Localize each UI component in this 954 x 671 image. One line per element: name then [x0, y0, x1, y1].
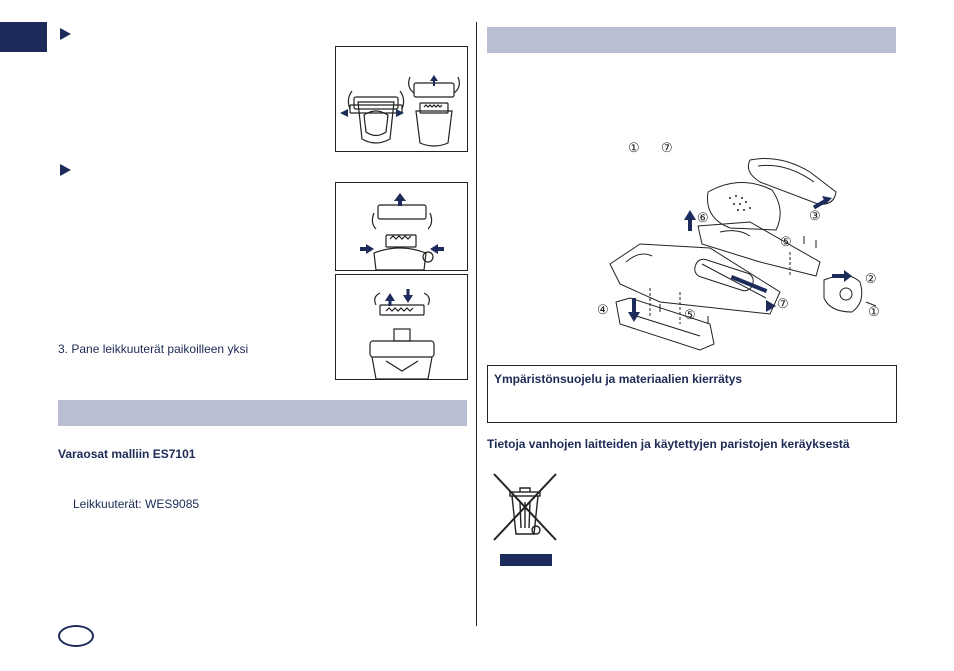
- play-arrow-icon: [60, 28, 71, 40]
- diagram-label: ⑤: [780, 234, 792, 249]
- figure-remove-blades: [335, 182, 468, 271]
- collection-heading: Tietoja vanhojen laitteiden ja käytettyj…: [487, 437, 850, 451]
- play-arrow-icon: [60, 164, 71, 176]
- diagram-label: ②: [865, 271, 877, 286]
- environment-box-title: Ympäristönsuojelu ja materiaalien kierrä…: [494, 372, 743, 386]
- step-3-text: 3. Pane leikkuuterät paikoilleen yksi: [58, 342, 249, 356]
- section-header-band: [58, 400, 467, 426]
- weee-crossed-bin-icon: [490, 470, 560, 568]
- diagram-label: ④: [597, 302, 609, 317]
- disassembly-diagram: [590, 152, 890, 358]
- step-from-label: ①: [628, 140, 640, 155]
- diagram-label: ③: [809, 208, 821, 223]
- language-tab: [0, 22, 47, 52]
- column-divider: [476, 22, 477, 626]
- diagram-label: ⑥: [697, 210, 709, 225]
- figure-remove-frame: [335, 46, 468, 152]
- diagram-label: ⑤: [684, 307, 696, 322]
- figure-install-blades: [335, 274, 468, 380]
- environment-info-box: Ympäristönsuojelu ja materiaalien kierrä…: [487, 365, 897, 423]
- section-header-band: [487, 27, 896, 53]
- spare-parts-heading: Varaosat malliin ES7101: [58, 447, 196, 461]
- step-to-label: ⑦: [661, 140, 673, 155]
- blade-part-number: Leikkuuterät: WES9085: [73, 497, 200, 511]
- page-number-oval: [58, 625, 94, 647]
- diagram-label: ①: [868, 304, 880, 319]
- diagram-label: ⑦: [777, 296, 789, 311]
